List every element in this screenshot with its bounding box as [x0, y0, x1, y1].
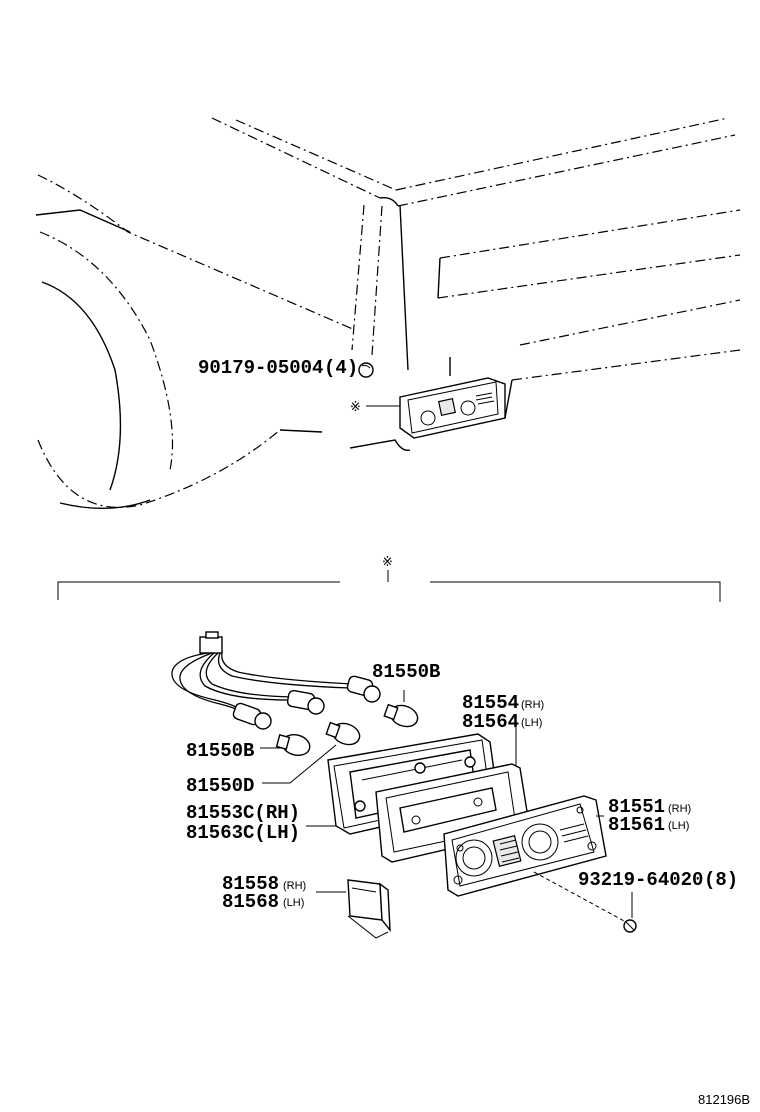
screw-quantity: (4) [324, 357, 358, 379]
label-93219-qty: (8) [704, 869, 738, 891]
label-81550b-upper: 81550B [372, 661, 440, 683]
reference-mark-lower: ※ [382, 554, 393, 569]
screw-icon [358, 362, 374, 378]
vehicle-body-outline [35, 117, 741, 509]
lamp-lens [443, 795, 607, 897]
label-81563c: 81563C(LH) [186, 822, 300, 844]
bulb-81550b-lower [260, 733, 311, 757]
label-81551: 81551 [608, 796, 665, 818]
wire-harness-sockets [171, 631, 381, 730]
label-81554: 81554 [462, 692, 519, 714]
lamp-clip [316, 879, 391, 939]
label-81554-side: (RH) [521, 699, 544, 711]
part-labels: 81550B 81550B 81550D 81554 (RH) 81564 (L… [186, 661, 750, 1107]
label-81550b-lower: 81550B [186, 740, 254, 762]
lens-screw [533, 871, 637, 933]
bulb-81550b-upper [383, 690, 419, 728]
label-81551-side: (RH) [668, 803, 691, 815]
reference-mark-upper: ※ [350, 399, 361, 414]
figure-code: 812196B [698, 1092, 750, 1107]
bulb-socket [286, 689, 325, 715]
bulb-socket [346, 675, 381, 703]
label-81550d: 81550D [186, 775, 254, 797]
label-81558: 81558 [222, 873, 279, 895]
label-81568-side: (LH) [283, 897, 304, 909]
label-93219-64020: 93219-64020 [578, 869, 703, 891]
label-81564-side: (LH) [521, 717, 542, 729]
harness-connector-icon [199, 636, 223, 654]
screw-part-number: 90179-05004 [198, 357, 323, 379]
exploded-view-bracket: ※ [57, 554, 721, 602]
label-81558-side: (RH) [283, 880, 306, 892]
label-81564: 81564 [462, 711, 519, 733]
lamp-reference-mark: ※ [350, 399, 400, 414]
bulb-socket [232, 702, 272, 730]
mounted-side-marker-lamp [399, 357, 506, 439]
screw-callout: 90179-05004 (4) [198, 357, 374, 379]
label-81561-side: (LH) [668, 820, 689, 832]
label-81568: 81568 [222, 891, 279, 913]
label-81553c: 81553C(RH) [186, 802, 300, 824]
label-81561: 81561 [608, 814, 665, 836]
bulb-81550d [262, 721, 361, 784]
